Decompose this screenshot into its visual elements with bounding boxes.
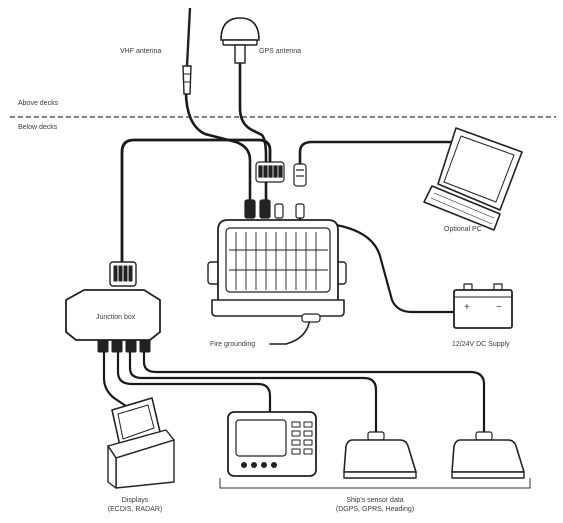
pc-cable bbox=[298, 140, 468, 174]
junction-box bbox=[65, 261, 161, 353]
vhf-cable bbox=[184, 90, 252, 204]
sensors-title: Ship's sensor data bbox=[346, 497, 404, 504]
battery-minus-label: − bbox=[496, 302, 502, 313]
above-decks-label: Above decks bbox=[18, 100, 59, 107]
sensors-subtitle: (DGPS, GPRS, Heading) bbox=[335, 506, 415, 513]
top-connectors bbox=[244, 161, 307, 219]
junction-link-cable bbox=[120, 138, 272, 264]
displays-label: Displays (ECDIS, RADAR) bbox=[90, 496, 180, 514]
grounding-label: Fire grounding bbox=[210, 341, 256, 348]
battery-plus-label: + bbox=[464, 302, 470, 313]
sensor-cable-3 bbox=[142, 350, 486, 434]
sensor-unit-2 bbox=[451, 431, 525, 479]
display-cable bbox=[102, 350, 128, 408]
sensor-unit-1 bbox=[343, 431, 417, 479]
sensors-label: Ship's sensor data (DGPS, GPRS, Heading) bbox=[300, 496, 450, 514]
display-console bbox=[107, 397, 175, 489]
sensor-bracket bbox=[219, 478, 531, 489]
displays-title: Displays bbox=[121, 497, 149, 504]
control-display-unit bbox=[227, 411, 317, 477]
sensor-cable-2 bbox=[128, 350, 378, 434]
pc-label: Optional PC bbox=[444, 226, 482, 233]
below-decks-label: Below decks bbox=[18, 124, 58, 131]
gps-antenna bbox=[220, 17, 260, 64]
vhf-antenna-label: VHF antenna bbox=[120, 48, 162, 55]
power-supply-label: 12/24V DC Supply bbox=[452, 341, 510, 348]
gps-cable bbox=[238, 60, 268, 204]
junction-box-label: Junction box bbox=[96, 314, 136, 321]
displays-subtitle: (ECDIS, RADAR) bbox=[107, 506, 163, 513]
sensor-cable-1 bbox=[116, 350, 272, 414]
gps-antenna-label: GPS antenna bbox=[259, 48, 302, 55]
sensor-units bbox=[343, 431, 525, 479]
transponder-unit bbox=[207, 219, 347, 323]
vhf-antenna bbox=[182, 7, 192, 95]
laptop bbox=[423, 127, 523, 231]
power-supply bbox=[453, 283, 513, 329]
